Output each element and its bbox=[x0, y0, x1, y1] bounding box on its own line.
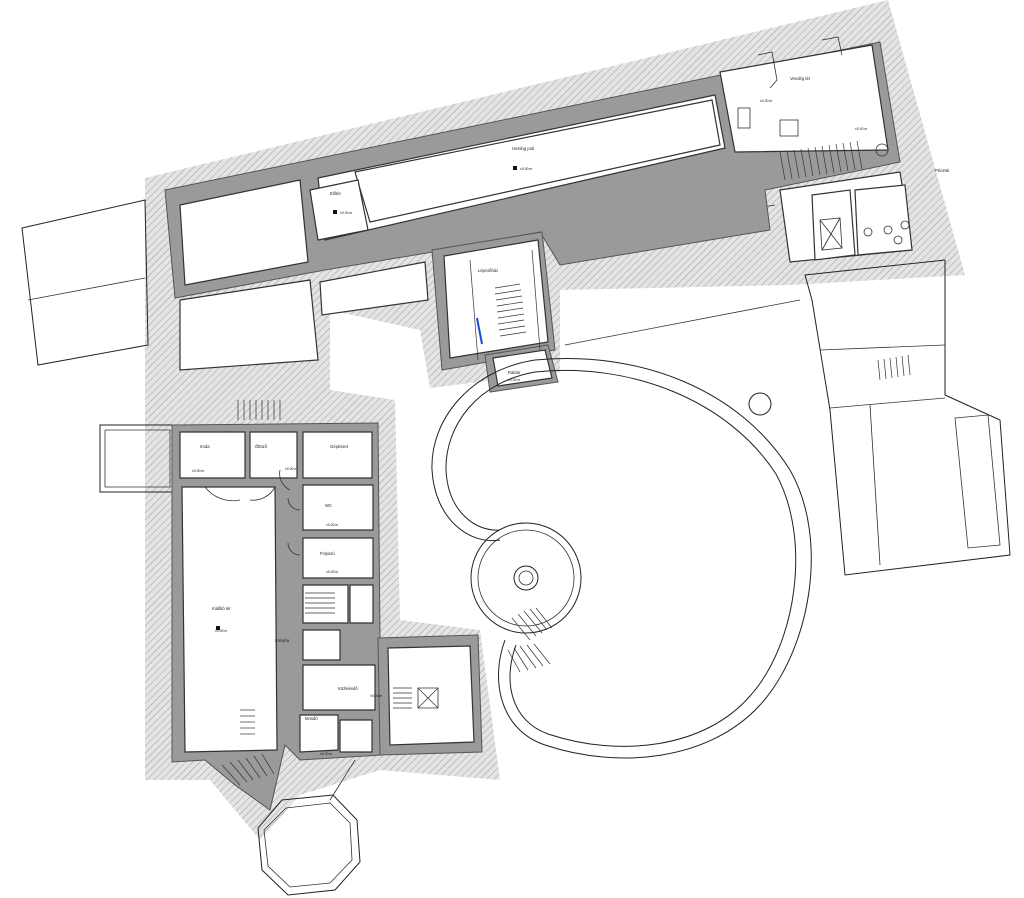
spiral-pavilion bbox=[431, 358, 812, 759]
room-label: WC ±0.00 m bbox=[325, 503, 338, 527]
octagon-pavilion bbox=[257, 759, 361, 896]
svg-text:±0.00 m: ±0.00 m bbox=[326, 570, 338, 574]
svg-text:Öltöző: Öltöző bbox=[255, 444, 268, 449]
top-wing bbox=[164, 41, 913, 393]
room-label: Öltöző ±0.00 m bbox=[255, 444, 297, 471]
svg-text:Lépcsőház: Lépcsőház bbox=[478, 268, 498, 273]
svg-text:±0.00 m: ±0.00 m bbox=[320, 752, 332, 756]
room-label: Raktár ±0.00 m bbox=[508, 370, 521, 382]
room-labels: Hosting pult ±0.00 m Vendég tér ±0.00 m El… bbox=[192, 76, 950, 756]
svg-text:±0.00 m: ±0.00 m bbox=[340, 211, 352, 215]
top-fixtures bbox=[737, 36, 910, 251]
svg-text:±0.00 m: ±0.00 m bbox=[370, 694, 382, 698]
room-label: Lépcsőház bbox=[478, 268, 498, 273]
svg-text:±0.00 m: ±0.00 m bbox=[192, 469, 204, 473]
central-stair bbox=[469, 249, 541, 361]
svg-text:Kiállító tér: Kiállító tér bbox=[212, 606, 231, 611]
svg-text:Mosdó: Mosdó bbox=[305, 716, 318, 721]
room-label: Mosdó ±0.00 m bbox=[305, 716, 332, 756]
room-label: Konyha bbox=[275, 638, 290, 643]
svg-text:Folyosó: Folyosó bbox=[320, 551, 335, 556]
square-room bbox=[377, 634, 483, 756]
svg-text:±0.00 m: ±0.00 m bbox=[855, 127, 867, 131]
svg-text:Pénztár: Pénztár bbox=[935, 168, 950, 173]
svg-text:±0.00 m: ±0.00 m bbox=[508, 378, 520, 382]
room-label: Kiállító tér ±0.00 m bbox=[212, 606, 231, 633]
room-label: Iroda ±0.00 m bbox=[192, 444, 210, 473]
left-block bbox=[171, 422, 383, 811]
svg-text:±0.00 m: ±0.00 m bbox=[215, 629, 227, 633]
svg-text:Előtér: Előtér bbox=[330, 191, 342, 196]
room-label: Közlekedő ±0.00 m bbox=[338, 686, 382, 698]
svg-text:WC: WC bbox=[325, 503, 332, 508]
room-label: Gépészet bbox=[330, 444, 349, 449]
svg-text:Konyha: Konyha bbox=[275, 638, 290, 643]
room-label: Vendég tér ±0.00 m bbox=[760, 76, 811, 103]
left-block-stair bbox=[221, 400, 335, 786]
svg-text:±0.00 m: ±0.00 m bbox=[760, 99, 772, 103]
room-label: Hosting pult ±0.00 m bbox=[512, 146, 535, 171]
room-label: Pénztár ±0.00 m bbox=[855, 127, 950, 173]
door-swings bbox=[204, 469, 301, 556]
room-label: Előtér ±0.00 m bbox=[330, 191, 352, 215]
stair-accent bbox=[476, 317, 483, 345]
svg-text:Közlekedő: Közlekedő bbox=[338, 686, 358, 691]
svg-text:±0.00 m: ±0.00 m bbox=[326, 523, 338, 527]
svg-text:Hosting pult: Hosting pult bbox=[512, 146, 535, 151]
svg-text:Vendég tér: Vendég tér bbox=[790, 76, 811, 81]
right-stair bbox=[779, 140, 911, 381]
svg-text:Gépészet: Gépészet bbox=[330, 444, 349, 449]
svg-text:±0.00 m: ±0.00 m bbox=[285, 467, 297, 471]
spiral-stair bbox=[507, 607, 553, 673]
square-room-stair bbox=[393, 687, 412, 709]
svg-text:±0.00 m: ±0.00 m bbox=[520, 167, 532, 171]
svg-text:Raktár: Raktár bbox=[508, 370, 521, 375]
svg-text:Iroda: Iroda bbox=[200, 444, 210, 449]
room-label: Folyosó ±0.00 m bbox=[320, 551, 338, 574]
